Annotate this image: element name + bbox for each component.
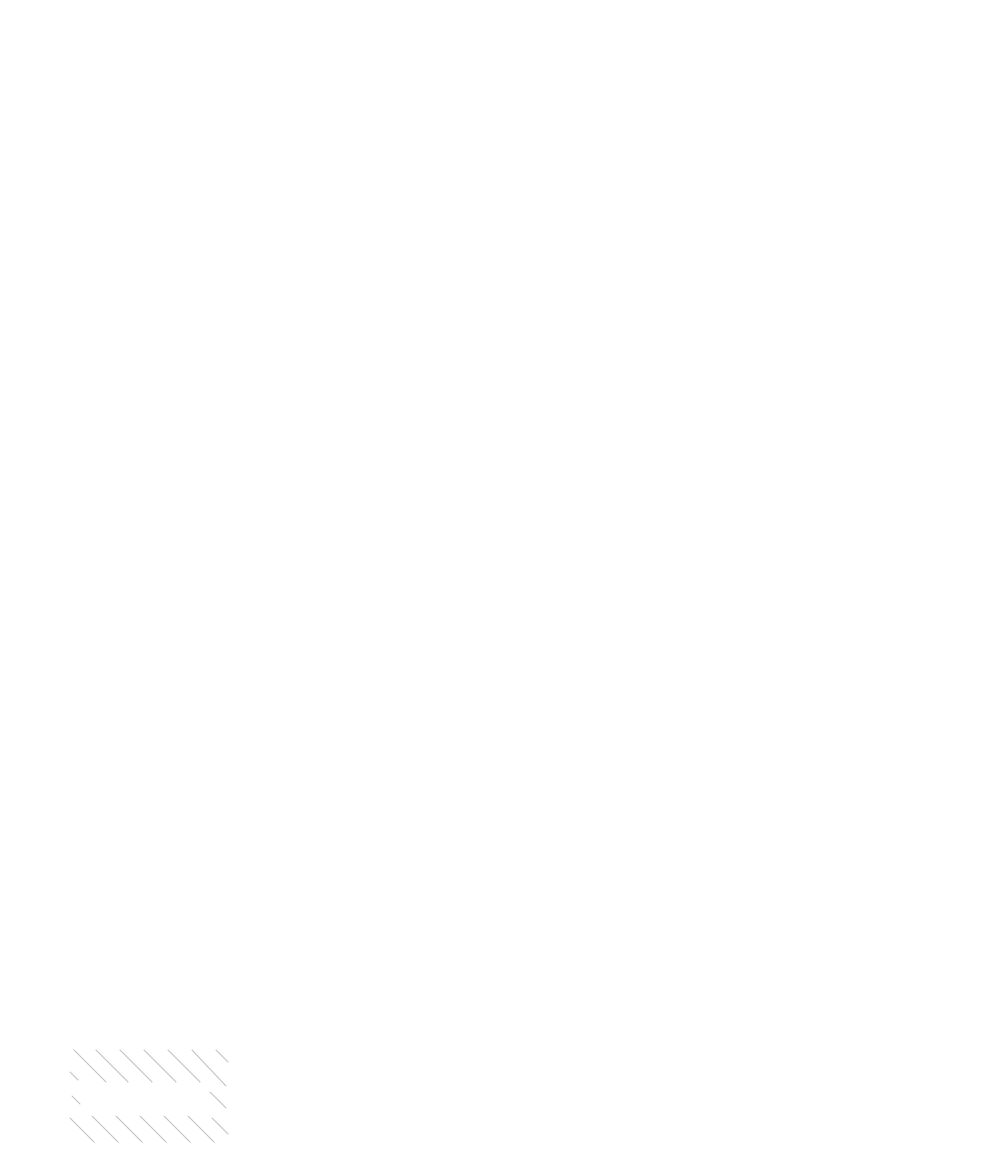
diagonal-hatch-icon: [69, 1049, 229, 1143]
